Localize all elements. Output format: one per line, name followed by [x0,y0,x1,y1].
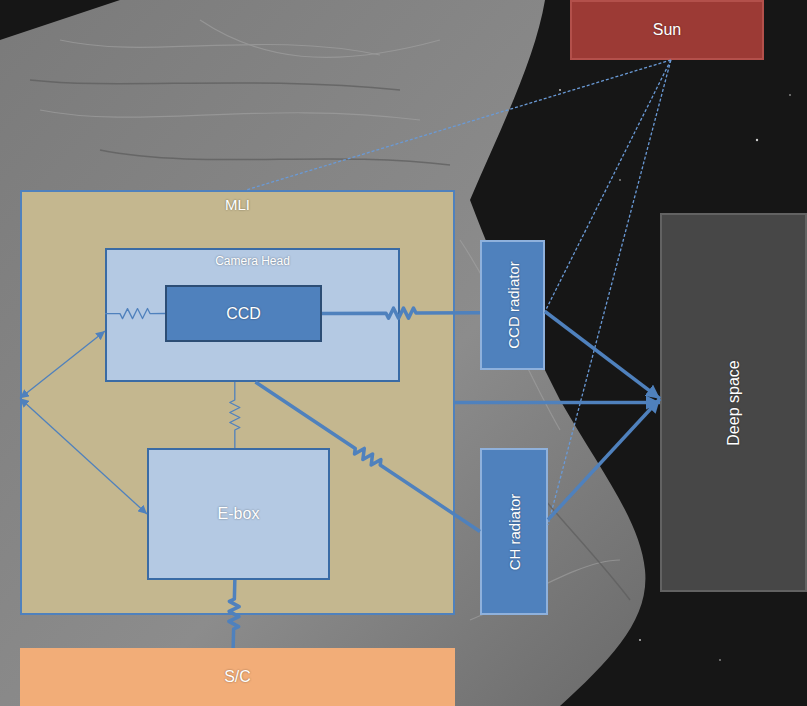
solar-flux-line [246,60,671,190]
node-label: E-box [218,505,260,523]
mli-enclosure: MLI Camera HeadCCD E-box [20,190,455,615]
ch-radiator: CH radiator [480,448,548,615]
deep-space-box: Deep space [660,213,807,592]
node-label: CH radiator [506,493,523,570]
node-label: CCD [226,305,261,323]
conductive-link [255,382,480,532]
spacecraft-box: S/C [20,648,455,706]
node-label: S/C [224,668,251,686]
conductive-link [230,382,240,448]
radiative-link [548,399,660,520]
conductive-link [105,309,165,319]
radiative-link [20,398,147,514]
conductive-link [229,580,239,648]
ccd-radiator: CCD radiator [480,240,545,370]
e-box: E-box [147,448,330,580]
solar-flux-line [545,60,671,312]
node-label: Sun [653,21,681,39]
camera-head-box: Camera HeadCCD [105,248,400,382]
solar-flux-line [548,60,671,525]
ccd-box: CCD [165,285,322,342]
radiative-link [545,312,660,399]
radiative-link [455,401,660,405]
conductive-link [322,308,480,318]
node-label: Deep space [725,360,743,445]
asteroid-illustration [0,0,645,706]
node-label: Camera Head [215,254,290,268]
sun-box: Sun [570,0,764,60]
node-label: CCD radiator [504,261,521,349]
radiative-link [20,331,105,398]
node-label: MLI [225,196,250,213]
